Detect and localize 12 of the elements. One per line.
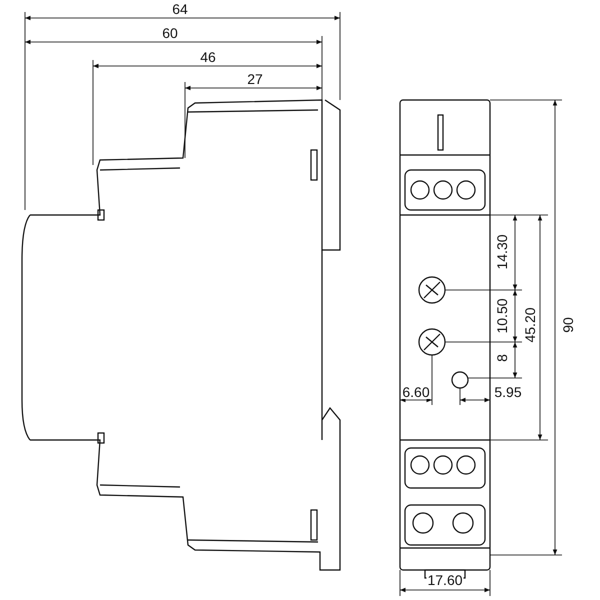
dimension-label: 60 (161, 26, 179, 40)
dimension-label: 10.50 (495, 297, 509, 335)
dimension-label: 90 (561, 316, 575, 334)
dimension-label: 64 (171, 2, 189, 16)
dimension-label: 17.60 (426, 573, 464, 587)
dimension-label: 27 (246, 72, 264, 86)
dimension-label: 45.20 (523, 306, 537, 344)
dimension-label: 6.60 (401, 385, 431, 399)
dimension-label: 8 (495, 353, 509, 363)
dimension-label: 46 (199, 50, 217, 64)
dimension-label: 14.30 (495, 233, 509, 271)
dimension-label: 5.95 (493, 385, 523, 399)
